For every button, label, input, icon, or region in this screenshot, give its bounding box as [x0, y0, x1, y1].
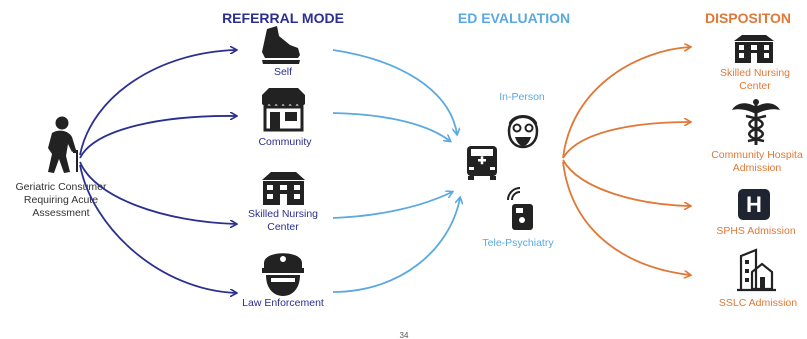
elderly-person-with-cane-icon [48, 116, 78, 173]
evaluation-label-in-person: In-Person [499, 91, 545, 103]
source-label-line3: Assessment [32, 207, 89, 219]
header-ed-evaluation: ED EVALUATION [458, 10, 570, 26]
sneaker-icon [262, 26, 300, 64]
referral-label-nursing-line1: Skilled Nursing [248, 208, 318, 220]
referral-label-law-enforcement: Law Enforcement [242, 297, 324, 309]
source-to-referral-arrows [79, 50, 236, 293]
arrow-to-disp-community-hospital [562, 122, 690, 159]
referral-to-ed-arrows [332, 49, 460, 293]
nursing-home-icon [734, 35, 774, 63]
ambulance-icon [467, 146, 497, 180]
arrow-to-community [79, 116, 236, 159]
storefront-icon [262, 88, 305, 132]
evaluation-label-tele-psychiatry: Tele-Psychiatry [482, 237, 554, 249]
page-number: 34 [400, 331, 409, 339]
arrow-to-self [79, 50, 236, 156]
arrow-to-disp-sslc [562, 161, 690, 275]
disposition-label-sphs: SPHS Admission [716, 225, 796, 237]
source-label-line1: Geriatric Consumer [15, 181, 107, 193]
arrow-to-nursing-center [79, 161, 236, 224]
disposition-label-community-hospital-line1: Community Hospita [711, 149, 803, 161]
arrow-to-disp-nursing [562, 47, 690, 159]
source-label-line2: Requiring Acute [24, 194, 98, 206]
arrow-community-to-ed [332, 112, 450, 141]
referral-label-community: Community [258, 136, 312, 148]
header-disposition: DISPOSITON [705, 10, 791, 26]
police-officer-icon [262, 253, 304, 296]
arrow-self-to-ed [332, 49, 457, 134]
caduceus-icon [732, 99, 780, 145]
ed-to-disposition-arrows [562, 47, 690, 275]
hospital-h-icon: H [738, 189, 770, 220]
referral-label-nursing-line2: Center [267, 221, 299, 233]
referral-label-self: Self [274, 66, 292, 78]
residential-building-icon [737, 248, 776, 292]
disposition-label-community-hospital-line2: Admission [733, 162, 782, 174]
hospital-h-letter: H [746, 192, 762, 217]
nursing-home-icon [262, 172, 305, 205]
disposition-label-sslc: SSLC Admission [719, 297, 797, 309]
arrow-nursing-to-ed [332, 192, 452, 219]
arrow-to-disp-sphs [562, 159, 690, 206]
disposition-label-nursing-line1: Skilled Nursing [720, 67, 790, 79]
arrow-to-law-enforcement [79, 164, 236, 293]
arrow-law-to-ed [332, 198, 460, 293]
psychiatrist-icon [507, 115, 539, 149]
disposition-label-nursing-line2: Center [739, 80, 771, 92]
header-referral-mode: REFERRAL MODE [222, 10, 344, 26]
mobile-phone-icon [507, 187, 533, 230]
